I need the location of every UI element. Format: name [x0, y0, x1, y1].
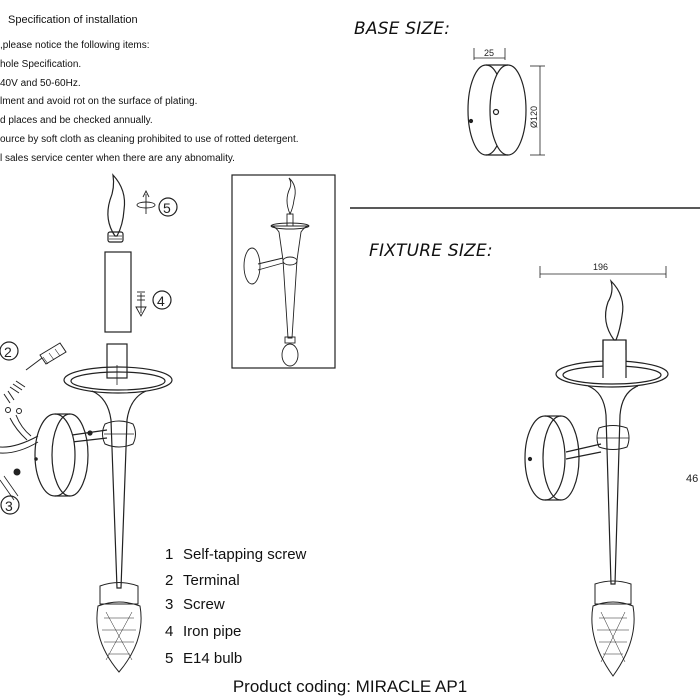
callout-3-circle — [0, 495, 20, 515]
rotate-arrow-5 — [136, 189, 156, 214]
legend-label: Self-tapping screw — [183, 546, 307, 563]
callout-2: 2 — [4, 344, 12, 360]
callout-5: 5 — [163, 200, 171, 216]
inset-frame — [231, 174, 336, 369]
base-thickness-label: 25 — [484, 48, 494, 58]
fixture-side-view — [524, 278, 669, 677]
spec-line: hole Specification. — [0, 59, 82, 70]
fixture-size-heading: FIXTURE SIZE: — [369, 241, 493, 261]
base-size-heading: BASE SIZE: — [354, 19, 451, 39]
fixture-height-label: 46 — [686, 473, 698, 485]
base-drawing — [467, 48, 545, 156]
legend-item: 1 Self-tapping screw — [165, 546, 306, 563]
legend-num: 2 — [165, 572, 174, 589]
legend-num: 3 — [165, 596, 174, 613]
callout-5-circle — [158, 197, 178, 217]
spec-title: Specification of installation — [8, 14, 138, 26]
legend-item: 2 Terminal — [165, 572, 240, 589]
iron-pipe-part — [104, 251, 132, 333]
legend-label: E14 bulb — [183, 650, 243, 667]
spec-line: ,please notice the following items: — [0, 40, 150, 51]
product-coding: Product coding: MIRACLE AP1 — [232, 677, 468, 696]
legend-label: Iron pipe — [183, 623, 242, 640]
legend-item: 5 E14 bulb — [165, 650, 242, 667]
spec-line: ource by soft cloth as cleaning prohibit… — [0, 134, 299, 145]
legend-num: 4 — [165, 623, 174, 640]
callout-4: 4 — [157, 293, 165, 309]
callout-2-circle — [0, 341, 19, 361]
legend-num: 1 — [165, 546, 174, 563]
legend-item: 3 Screw — [165, 596, 225, 613]
main-fixture — [34, 343, 173, 673]
spec-line: lment and avoid rot on the surface of pl… — [0, 96, 198, 107]
inset-fixture — [243, 177, 310, 367]
bulb-part — [107, 173, 126, 243]
spec-line: 40V and 50-60Hz. — [0, 78, 81, 89]
base-diameter-label: Ø120 — [529, 106, 539, 128]
legend-label: Screw — [183, 596, 225, 613]
callout-3: 3 — [5, 498, 13, 514]
legend-item: 4 Iron pipe — [165, 623, 241, 640]
legend-num: 5 — [165, 650, 174, 667]
spec-line: d places and be checked annually. — [0, 115, 153, 126]
fixture-width-label: 196 — [593, 262, 608, 272]
arrow-4 — [135, 291, 147, 317]
wiring — [0, 380, 39, 501]
callout-4-circle — [152, 290, 172, 310]
screwdriver — [25, 342, 67, 371]
spec-line: l sales service center when there are an… — [0, 153, 235, 164]
legend-label: Terminal — [183, 572, 240, 589]
fixture-width-dim — [539, 266, 667, 278]
